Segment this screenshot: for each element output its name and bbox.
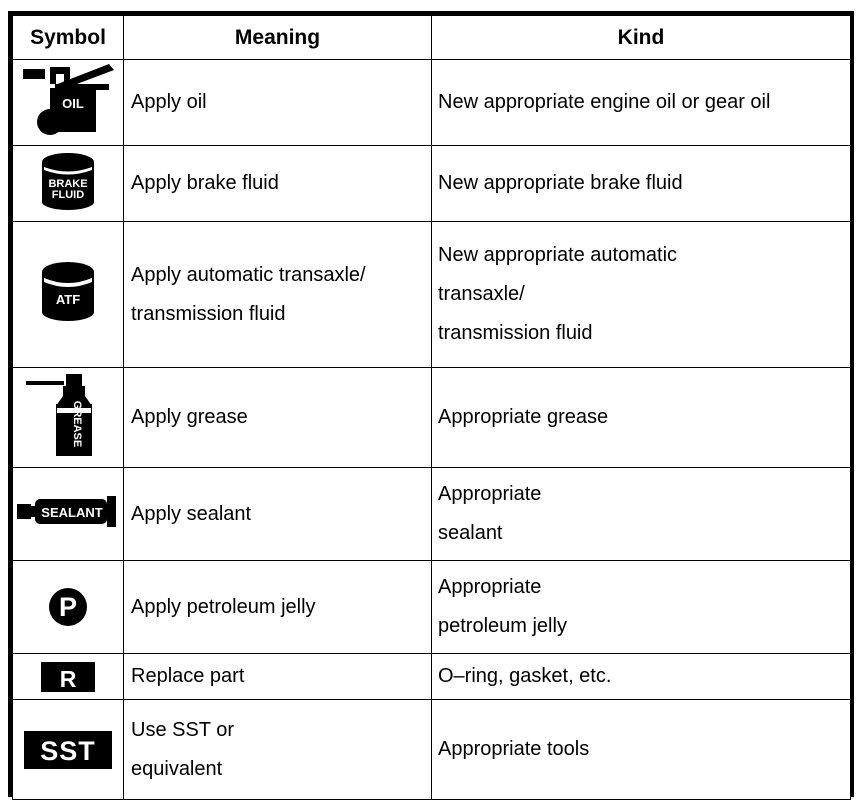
meaning-line: Apply grease	[131, 406, 248, 428]
table-row: R Replace part O–ring, gasket, etc.	[12, 653, 851, 700]
table-body: OIL Apply oil New appropriate engine oil…	[12, 59, 851, 800]
kind-cell-oil: New appropriate engine oil or gear oil	[431, 59, 851, 146]
meaning-line: Apply oil	[131, 91, 207, 113]
table-header: Symbol Meaning Kind	[12, 15, 851, 60]
meaning-cell-oil: Apply oil	[123, 59, 432, 146]
kind-line: Appropriate grease	[438, 406, 609, 428]
kind-cell-replace: O–ring, gasket, etc.	[431, 653, 851, 700]
meaning-cell-sst: Use SST or equivalent	[123, 699, 432, 800]
kind-cell-atf: New appropriate automatic transaxle/ tra…	[431, 221, 851, 368]
column-header-symbol: Symbol	[12, 15, 124, 60]
meaning-line: Apply sealant	[131, 502, 252, 525]
meaning-line: Apply petroleum jelly	[131, 595, 316, 618]
table-row: OIL Apply oil New appropriate engine oil…	[12, 59, 851, 146]
meaning-cell-grease: Apply grease	[123, 367, 432, 468]
kind-line: Appropriate	[438, 483, 542, 505]
column-header-kind: Kind	[431, 15, 851, 60]
symbol-cell-atf: ATF	[12, 221, 124, 368]
meaning-line: Apply automatic transaxle/	[131, 263, 366, 286]
meaning-line: Replace part	[131, 665, 245, 687]
grease-cartridge-icon: GREASE	[22, 372, 114, 458]
symbol-cell-brake-fluid: BRAKE FLUID	[12, 145, 124, 222]
meaning-line: equivalent	[131, 757, 223, 780]
symbol-legend-table: Symbol Meaning Kind	[12, 15, 851, 800]
meaning-cell-replace: Replace part	[123, 653, 432, 700]
svg-text:FLUID: FLUID	[52, 189, 84, 201]
column-header-meaning: Meaning	[123, 15, 432, 60]
brake-fluid-can-icon: BRAKE FLUID	[37, 150, 99, 212]
table-row: BRAKE FLUID Apply brake fluid New approp…	[12, 145, 851, 222]
atf-can-icon: ATF	[37, 259, 99, 325]
circled-p-icon: P	[49, 588, 87, 626]
table-row: SEALANT Apply sealant Appropriate sealan…	[12, 467, 851, 561]
kind-line: New appropriate engine oil or gear oil	[438, 91, 771, 113]
symbol-legend-table-frame: Symbol Meaning Kind	[8, 11, 854, 800]
kind-cell-grease: Appropriate grease	[431, 367, 851, 468]
meaning-line: Use SST or	[131, 718, 234, 741]
table-row: GREASE Apply grease Appropriate grease	[12, 367, 851, 468]
kind-line: Appropriate	[438, 576, 542, 598]
symbol-cell-petroleum-jelly: P	[12, 560, 124, 654]
meaning-line: transmission fluid	[131, 302, 286, 325]
symbol-cell-oil: OIL	[12, 59, 124, 146]
kind-line: New appropriate brake fluid	[438, 172, 683, 194]
table-row: P Apply petroleum jelly Appropriate petr…	[12, 560, 851, 654]
kind-cell-sealant: Appropriate sealant	[431, 467, 851, 561]
kind-line: petroleum jelly	[438, 615, 567, 637]
table-row: SST Use SST or equivalent Appropriate to…	[12, 699, 851, 800]
svg-text:SEALANT: SEALANT	[41, 505, 102, 520]
sealant-tube-icon: SEALANT	[16, 492, 120, 532]
boxed-sst-icon: SST	[24, 730, 112, 769]
svg-text:BRAKE: BRAKE	[48, 178, 87, 190]
kind-line: Appropriate tools	[438, 738, 590, 760]
svg-text:GREASE: GREASE	[71, 401, 83, 447]
boxed-r-icon: R	[41, 661, 95, 692]
meaning-cell-brake-fluid: Apply brake fluid	[123, 145, 432, 222]
svg-text:OIL: OIL	[62, 96, 84, 111]
table-row: ATF Apply automatic transaxle/ transmiss…	[12, 221, 851, 368]
svg-text:ATF: ATF	[56, 292, 80, 307]
meaning-line: Apply brake fluid	[131, 172, 279, 194]
kind-cell-petroleum-jelly: Appropriate petroleum jelly	[431, 560, 851, 654]
symbol-cell-sst: SST	[12, 699, 124, 800]
kind-line: transmission fluid	[438, 322, 593, 344]
meaning-cell-atf: Apply automatic transaxle/ transmission …	[123, 221, 432, 368]
symbol-cell-replace: R	[12, 653, 124, 700]
kind-cell-brake-fluid: New appropriate brake fluid	[431, 145, 851, 222]
symbol-cell-grease: GREASE	[12, 367, 124, 468]
meaning-cell-petroleum-jelly: Apply petroleum jelly	[123, 560, 432, 654]
kind-cell-sst: Appropriate tools	[431, 699, 851, 800]
kind-line: New appropriate automatic	[438, 244, 678, 266]
header-row: Symbol Meaning Kind	[12, 15, 851, 60]
kind-line: sealant	[438, 522, 503, 544]
meaning-cell-sealant: Apply sealant	[123, 467, 432, 561]
oil-can-icon: OIL	[21, 64, 115, 136]
kind-line: transaxle/	[438, 283, 525, 305]
symbol-cell-sealant: SEALANT	[12, 467, 124, 561]
kind-line: O–ring, gasket, etc.	[438, 665, 612, 687]
